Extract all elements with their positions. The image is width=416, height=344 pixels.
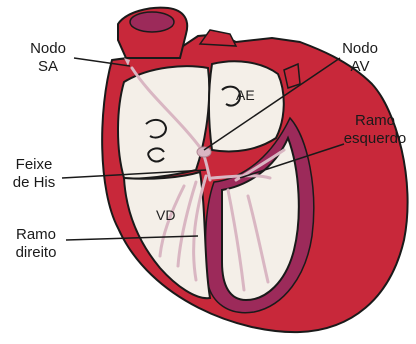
aorta-opening bbox=[130, 12, 174, 32]
left-atrium-chamber bbox=[209, 61, 284, 151]
label-ae: AE bbox=[236, 86, 255, 104]
label-nodo-sa: Nodo SA bbox=[24, 40, 72, 76]
label-ramo-direito: Ramo direito bbox=[8, 226, 64, 262]
label-feixe-de-his-line-2: de His bbox=[6, 174, 62, 192]
label-vd: VD bbox=[156, 206, 175, 224]
label-ramo-esquerdo-line-2: esquerdo bbox=[338, 130, 412, 148]
label-feixe-de-his-line-1: Feixe bbox=[6, 156, 62, 174]
av-node bbox=[197, 147, 211, 157]
label-nodo-av-line-2: AV bbox=[336, 58, 384, 76]
label-ramo-esquerdo-line-1: Ramo bbox=[338, 112, 412, 130]
label-nodo-av: Nodo AV bbox=[336, 40, 384, 76]
label-nodo-av-line-1: Nodo bbox=[336, 40, 384, 58]
label-feixe-de-his: Feixe de His bbox=[6, 156, 62, 192]
label-nodo-sa-line-1: Nodo bbox=[24, 40, 72, 58]
label-nodo-sa-line-2: SA bbox=[24, 58, 72, 76]
pulmonary-vein-top bbox=[200, 30, 236, 46]
label-ramo-esquerdo: Ramo esquerdo bbox=[338, 112, 412, 148]
label-ramo-direito-line-1: Ramo bbox=[8, 226, 64, 244]
label-ramo-direito-line-2: direito bbox=[8, 244, 64, 262]
